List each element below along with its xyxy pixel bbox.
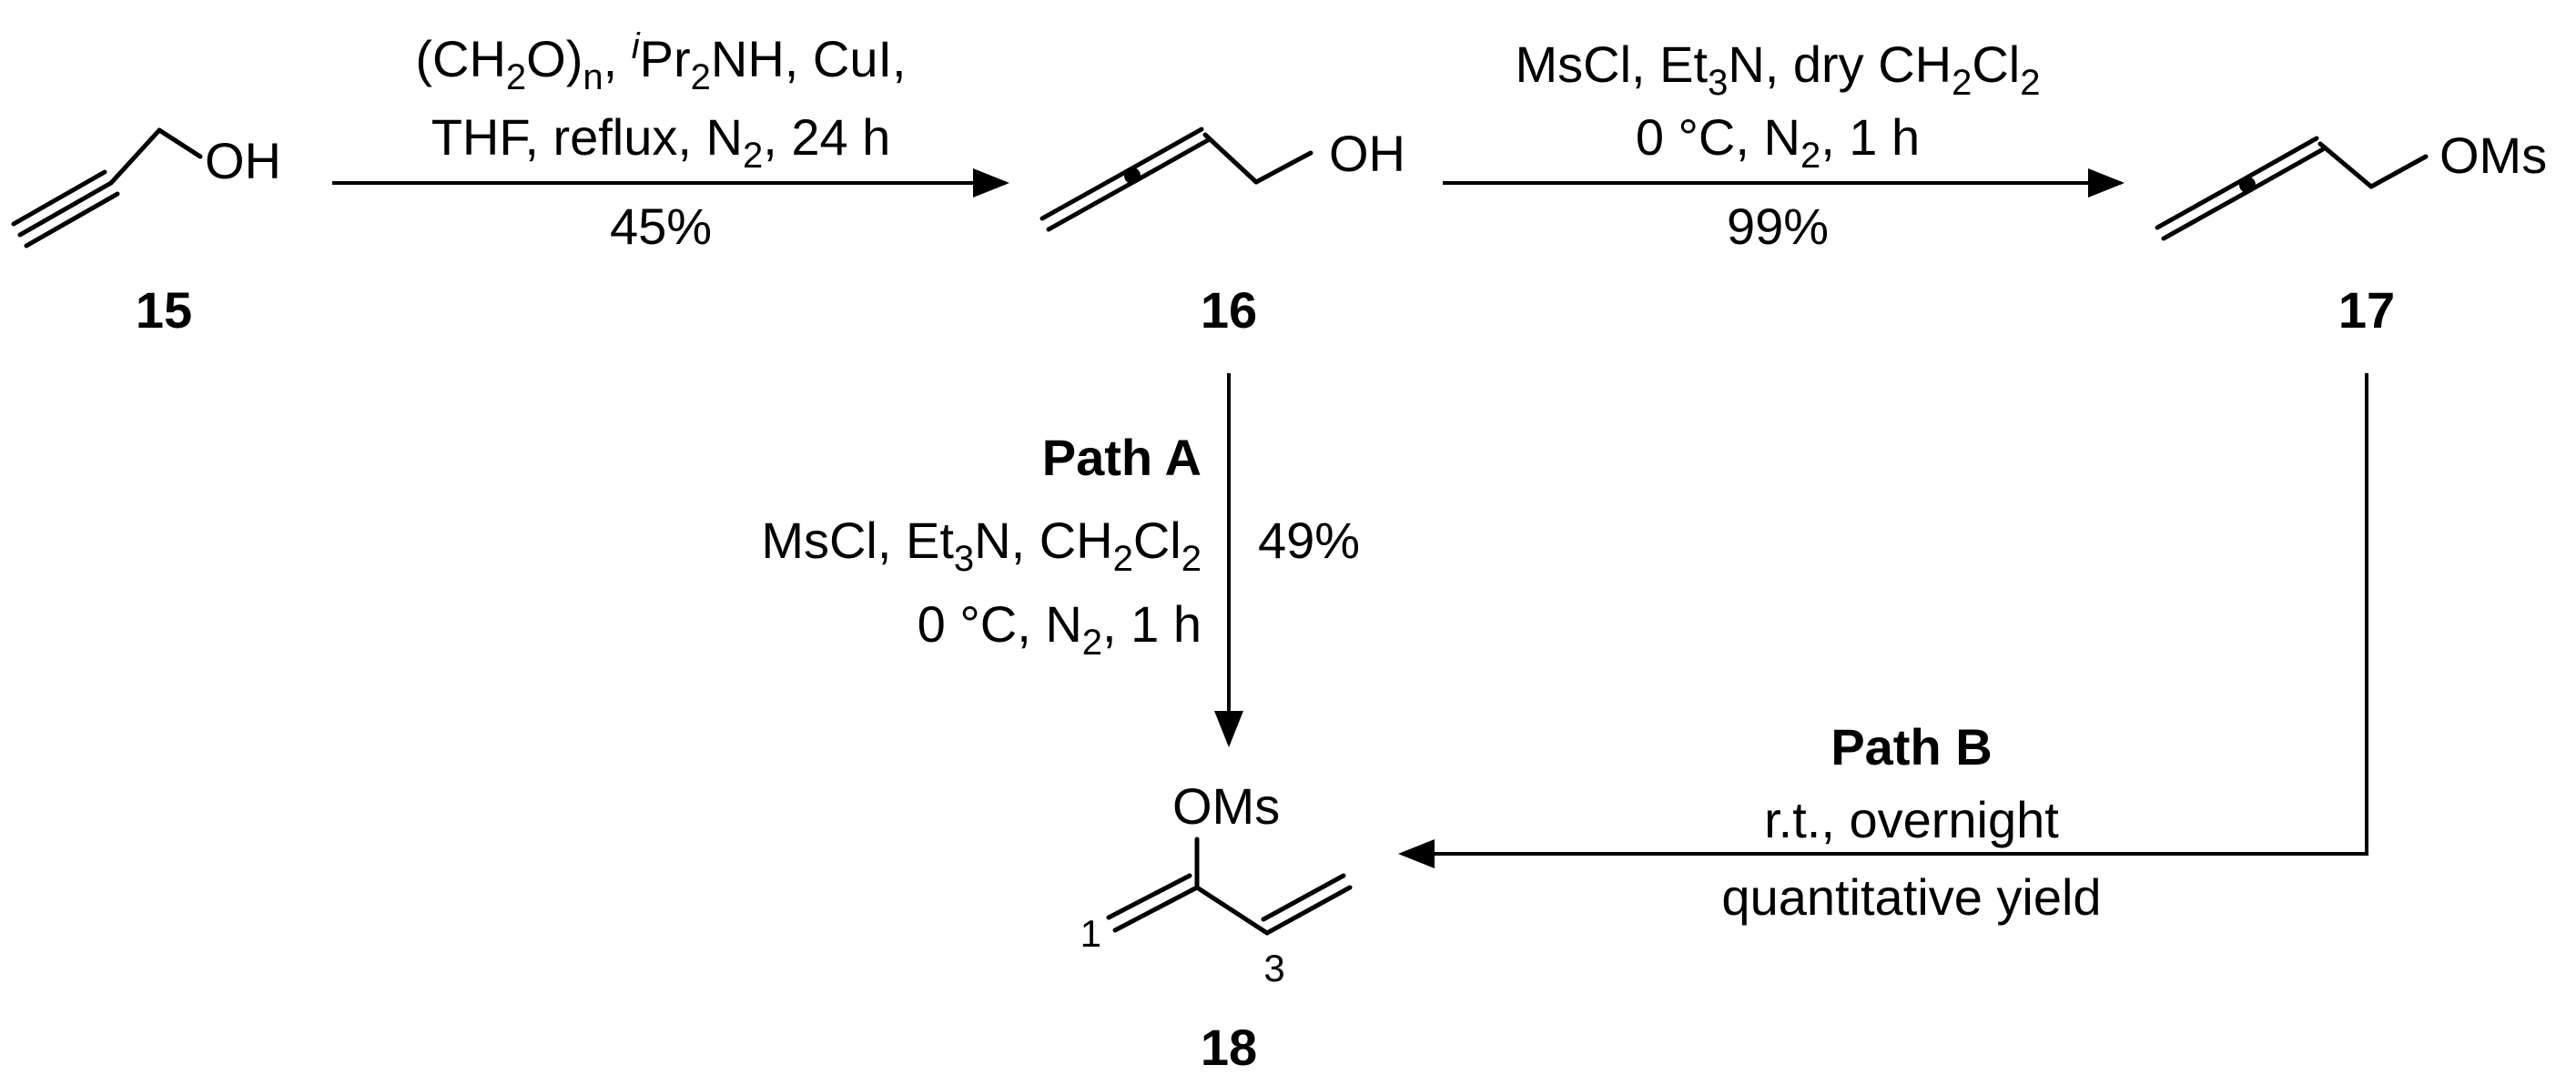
double-bond-c1-c2-a <box>1112 885 1200 933</box>
compound-16-oh-label: OH <box>1329 125 1405 182</box>
step1-conditions-line2: THF, reflux, N2, 24 h <box>431 108 891 176</box>
compound-15-number: 15 <box>136 281 192 339</box>
compound-18-number: 18 <box>1201 1019 1257 1076</box>
compound-16-structure <box>1040 127 1313 232</box>
compound-15-structure <box>11 127 203 248</box>
bond-ch2 <box>1202 132 1259 185</box>
allene-bond-1a <box>1046 178 1138 232</box>
allene-central-carbon-dot <box>2239 177 2256 193</box>
compound-17-structure <box>2155 136 2429 241</box>
allene-central-carbon-dot <box>1124 167 1141 184</box>
compound-15-oh-label: OH <box>205 132 281 189</box>
allene-bond-2b <box>1126 127 1204 173</box>
compound-16-number: 16 <box>1201 281 1257 339</box>
double-bond-c3-c4-b <box>1261 873 1346 922</box>
bond-ch2-o <box>157 127 203 159</box>
allene-bond-1a <box>2161 188 2253 241</box>
bond-ch2 <box>108 127 162 186</box>
step2-conditions-line2: 0 °C, N2, 1 h <box>1636 108 1920 176</box>
allene-bond-2b <box>2241 136 2319 182</box>
double-bond-c1-c2-b <box>1106 873 1192 920</box>
path-b-conditions-line1: r.t., overnight <box>1764 791 2059 848</box>
path-b-title: Path B <box>1831 718 1992 776</box>
triple-bond-line-1 <box>17 180 114 238</box>
path-a-conditions-line1: MsCl, Et3N, CH2Cl2 <box>761 512 1202 579</box>
step2-conditions-line1: MsCl, Et3N, dry CH2Cl2 <box>1516 35 2041 103</box>
compound-18-oms-label: OMs <box>1172 777 1280 835</box>
path-a-conditions-line2: 0 °C, N2, 1 h <box>918 595 1202 663</box>
step2-yield: 99% <box>1727 198 1829 255</box>
compound-18-position-3: 3 <box>1263 947 1284 989</box>
triple-bond-line-3 <box>24 191 120 248</box>
bond-ch2-o <box>2368 154 2429 189</box>
triple-bond-line-2 <box>11 169 107 227</box>
bond-ch2-o <box>1253 150 1313 185</box>
double-bond-c3-c4-a <box>1264 885 1353 936</box>
compound-17-oms-label: OMs <box>2439 127 2547 184</box>
path-a-yield: 49% <box>1258 512 1360 569</box>
bond-c2-c3 <box>1194 885 1270 936</box>
compound-18-position-1: 1 <box>1080 912 1101 955</box>
compound-17-number: 17 <box>2338 281 2395 339</box>
step1-yield: 45% <box>610 198 712 255</box>
path-b-conditions-line2: quantitative yield <box>1721 868 2101 926</box>
path-a-title: Path A <box>1042 429 1202 486</box>
step1-conditions-line1: (CH2O)n, iPr2NH, CuI, <box>415 26 906 97</box>
path-b-arrow <box>1398 373 2368 868</box>
bond-ch2 <box>2317 141 2374 189</box>
allene-bond-1b <box>2155 177 2246 230</box>
allene-bond-2a <box>2247 147 2326 193</box>
allene-bond-2a <box>1132 137 1211 184</box>
compound-18-structure <box>1106 837 1353 936</box>
allene-bond-1b <box>1040 167 1131 221</box>
